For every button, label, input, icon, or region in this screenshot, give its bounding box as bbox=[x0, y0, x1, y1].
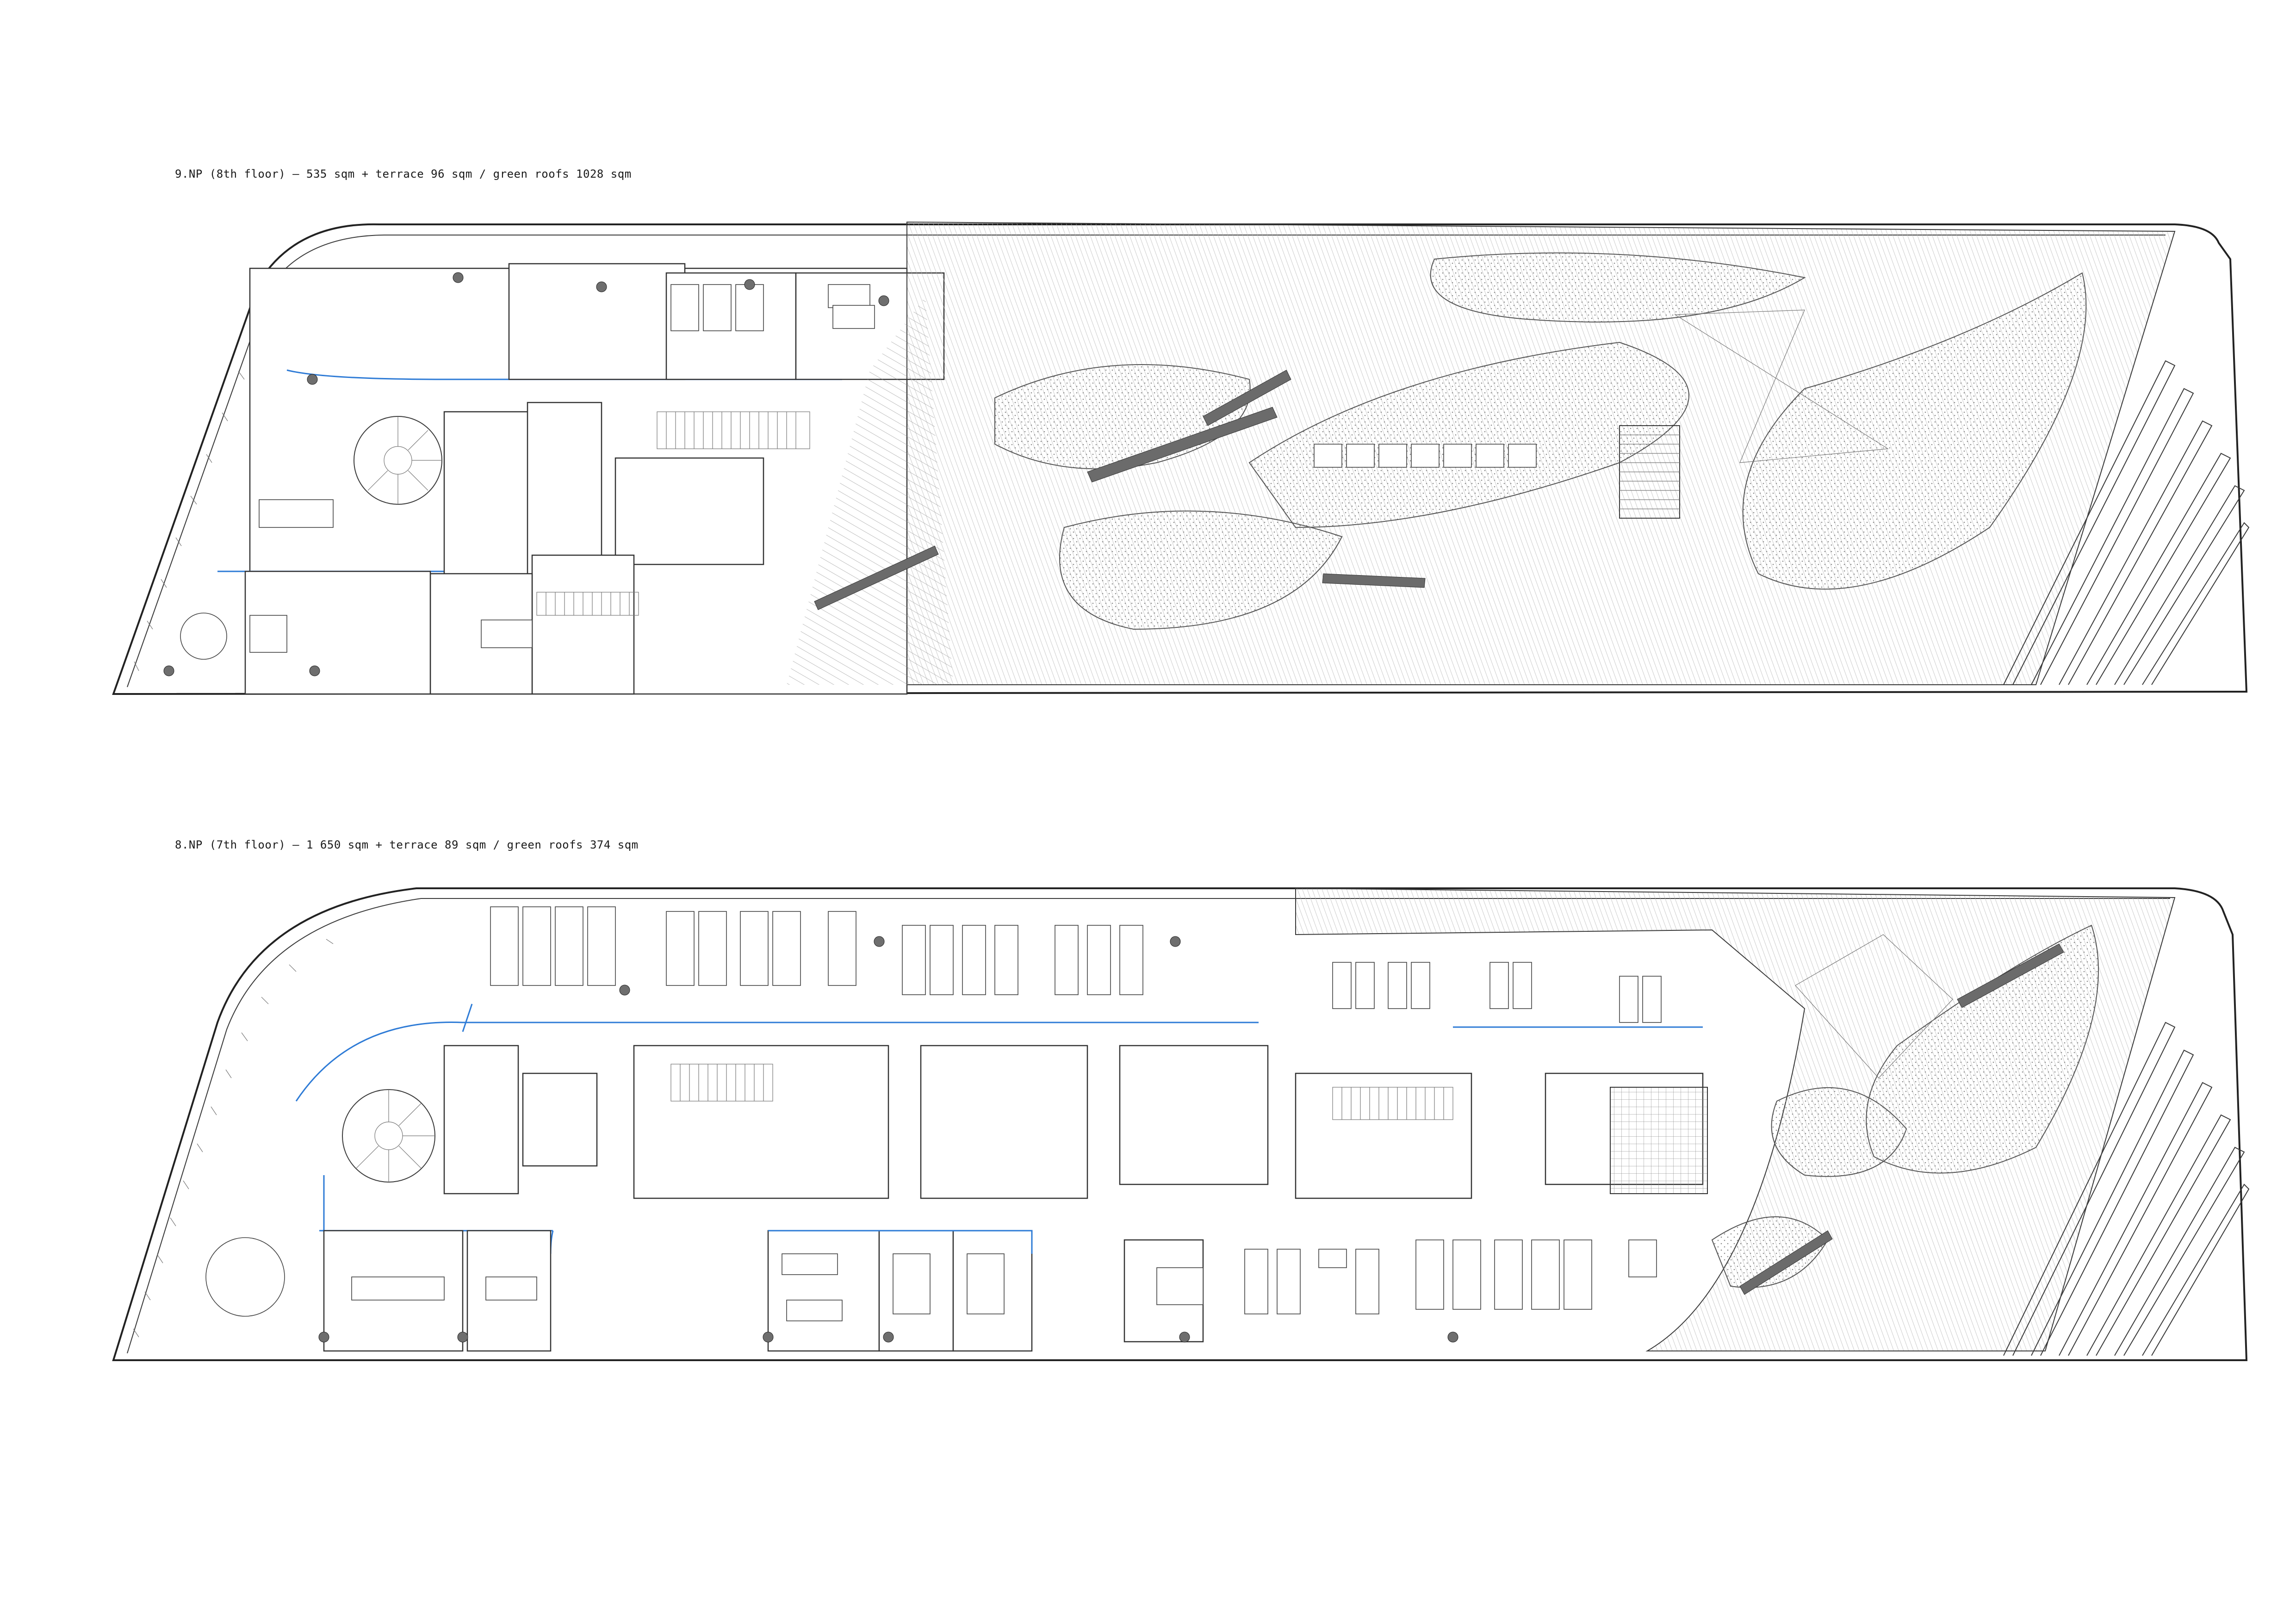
facade-fins bbox=[133, 939, 334, 1338]
floor-9-plan bbox=[112, 221, 2250, 695]
pavers bbox=[1314, 444, 1537, 468]
floor-8-caption: 8.NP (7th floor) – 1 650 sqm + terrace 8… bbox=[175, 838, 639, 851]
columns bbox=[318, 936, 1458, 1343]
conference-table bbox=[180, 613, 227, 660]
columns bbox=[163, 272, 889, 676]
workstations bbox=[249, 284, 875, 653]
south-desks bbox=[1244, 1239, 1657, 1314]
spiral-stair bbox=[354, 416, 442, 505]
core-zone bbox=[342, 1045, 1708, 1199]
floor-8-plan bbox=[112, 887, 2250, 1361]
conference-tables bbox=[205, 1237, 1204, 1321]
stairs bbox=[670, 1064, 1453, 1120]
glazing-north bbox=[295, 1004, 1259, 1102]
planting-bed-5 bbox=[1742, 272, 2087, 590]
straight-stair bbox=[536, 411, 810, 616]
floor-8-outline bbox=[112, 887, 2248, 1361]
green-roof bbox=[1295, 887, 2176, 1351]
glazing-north bbox=[286, 369, 842, 380]
spiral-stair bbox=[342, 1089, 435, 1183]
planting-bed-2 bbox=[1248, 341, 1689, 528]
floor-9-caption: 9.NP (8th floor) – 535 sqm + terrace 96 … bbox=[175, 167, 632, 180]
floor-9-outline bbox=[112, 223, 2248, 695]
planting-bed-4 bbox=[1430, 252, 1806, 322]
stepped-seating bbox=[2003, 360, 2250, 685]
stepped-seating bbox=[2003, 1022, 2250, 1356]
planting-bed-2 bbox=[1866, 924, 2099, 1174]
planting-bed-3 bbox=[1059, 510, 1343, 630]
office-block bbox=[163, 263, 945, 695]
green-roof bbox=[787, 221, 2176, 685]
south-rooms bbox=[319, 1175, 1204, 1352]
north-desk-band bbox=[490, 906, 1662, 1023]
